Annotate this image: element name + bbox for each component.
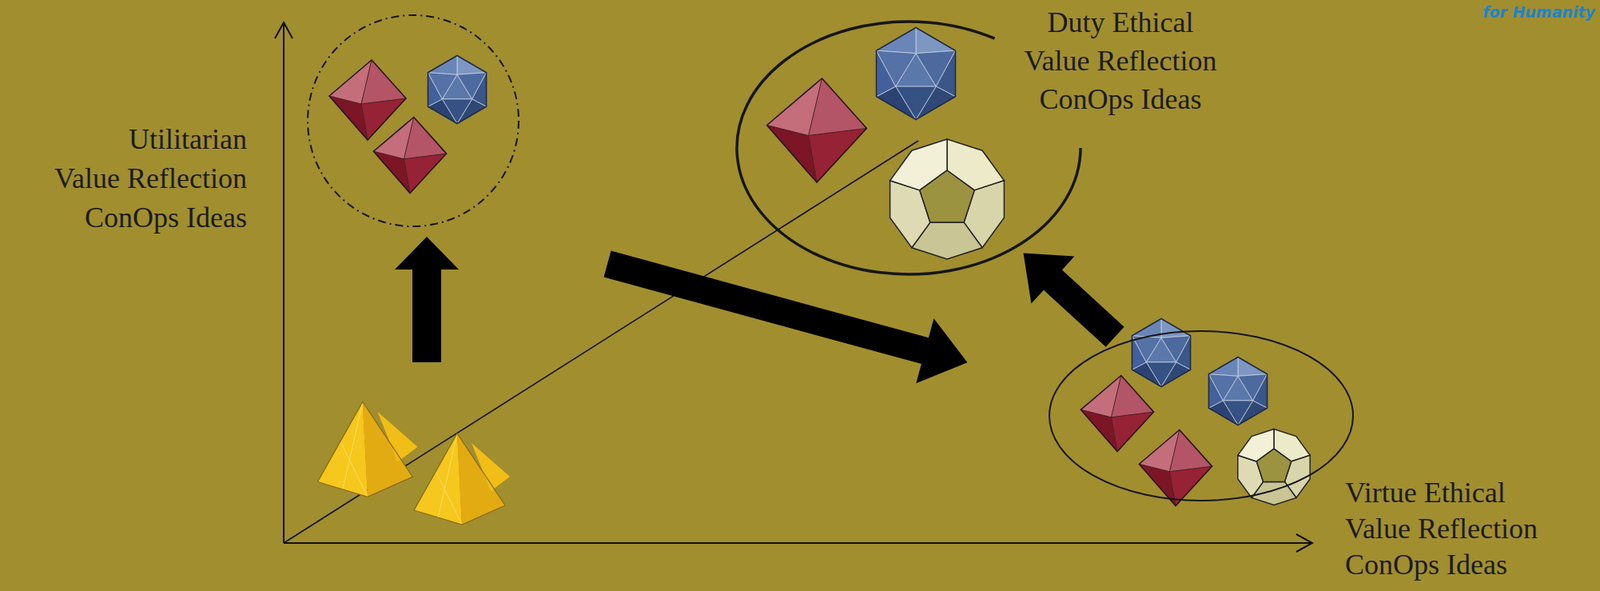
tetrahedra <box>318 401 511 526</box>
logo-text: for Humanity <box>1482 3 1596 21</box>
value-cluster: Utilitarian Value Reflection ConOps Idea… <box>306 13 521 228</box>
block-arrow <box>1023 252 1125 347</box>
cluster-label: Virtue Ethical Value Reflection ConOps I… <box>1345 474 1538 583</box>
cluster-label: Utilitarian Value Reflection ConOps Idea… <box>54 119 247 238</box>
cluster-outline <box>306 13 521 228</box>
value-cluster: Duty Ethical Value Reflection ConOps Ide… <box>735 19 1083 276</box>
utilitarian-shapes <box>329 55 487 194</box>
cluster-label: Duty Ethical Value Reflection ConOps Ide… <box>1024 3 1218 119</box>
block-arrow <box>394 230 977 395</box>
value-cluster: Virtue Ethical Value Reflection ConOps I… <box>1047 329 1355 502</box>
duty-shapes <box>767 27 1005 260</box>
cluster-outline <box>1047 329 1355 502</box>
